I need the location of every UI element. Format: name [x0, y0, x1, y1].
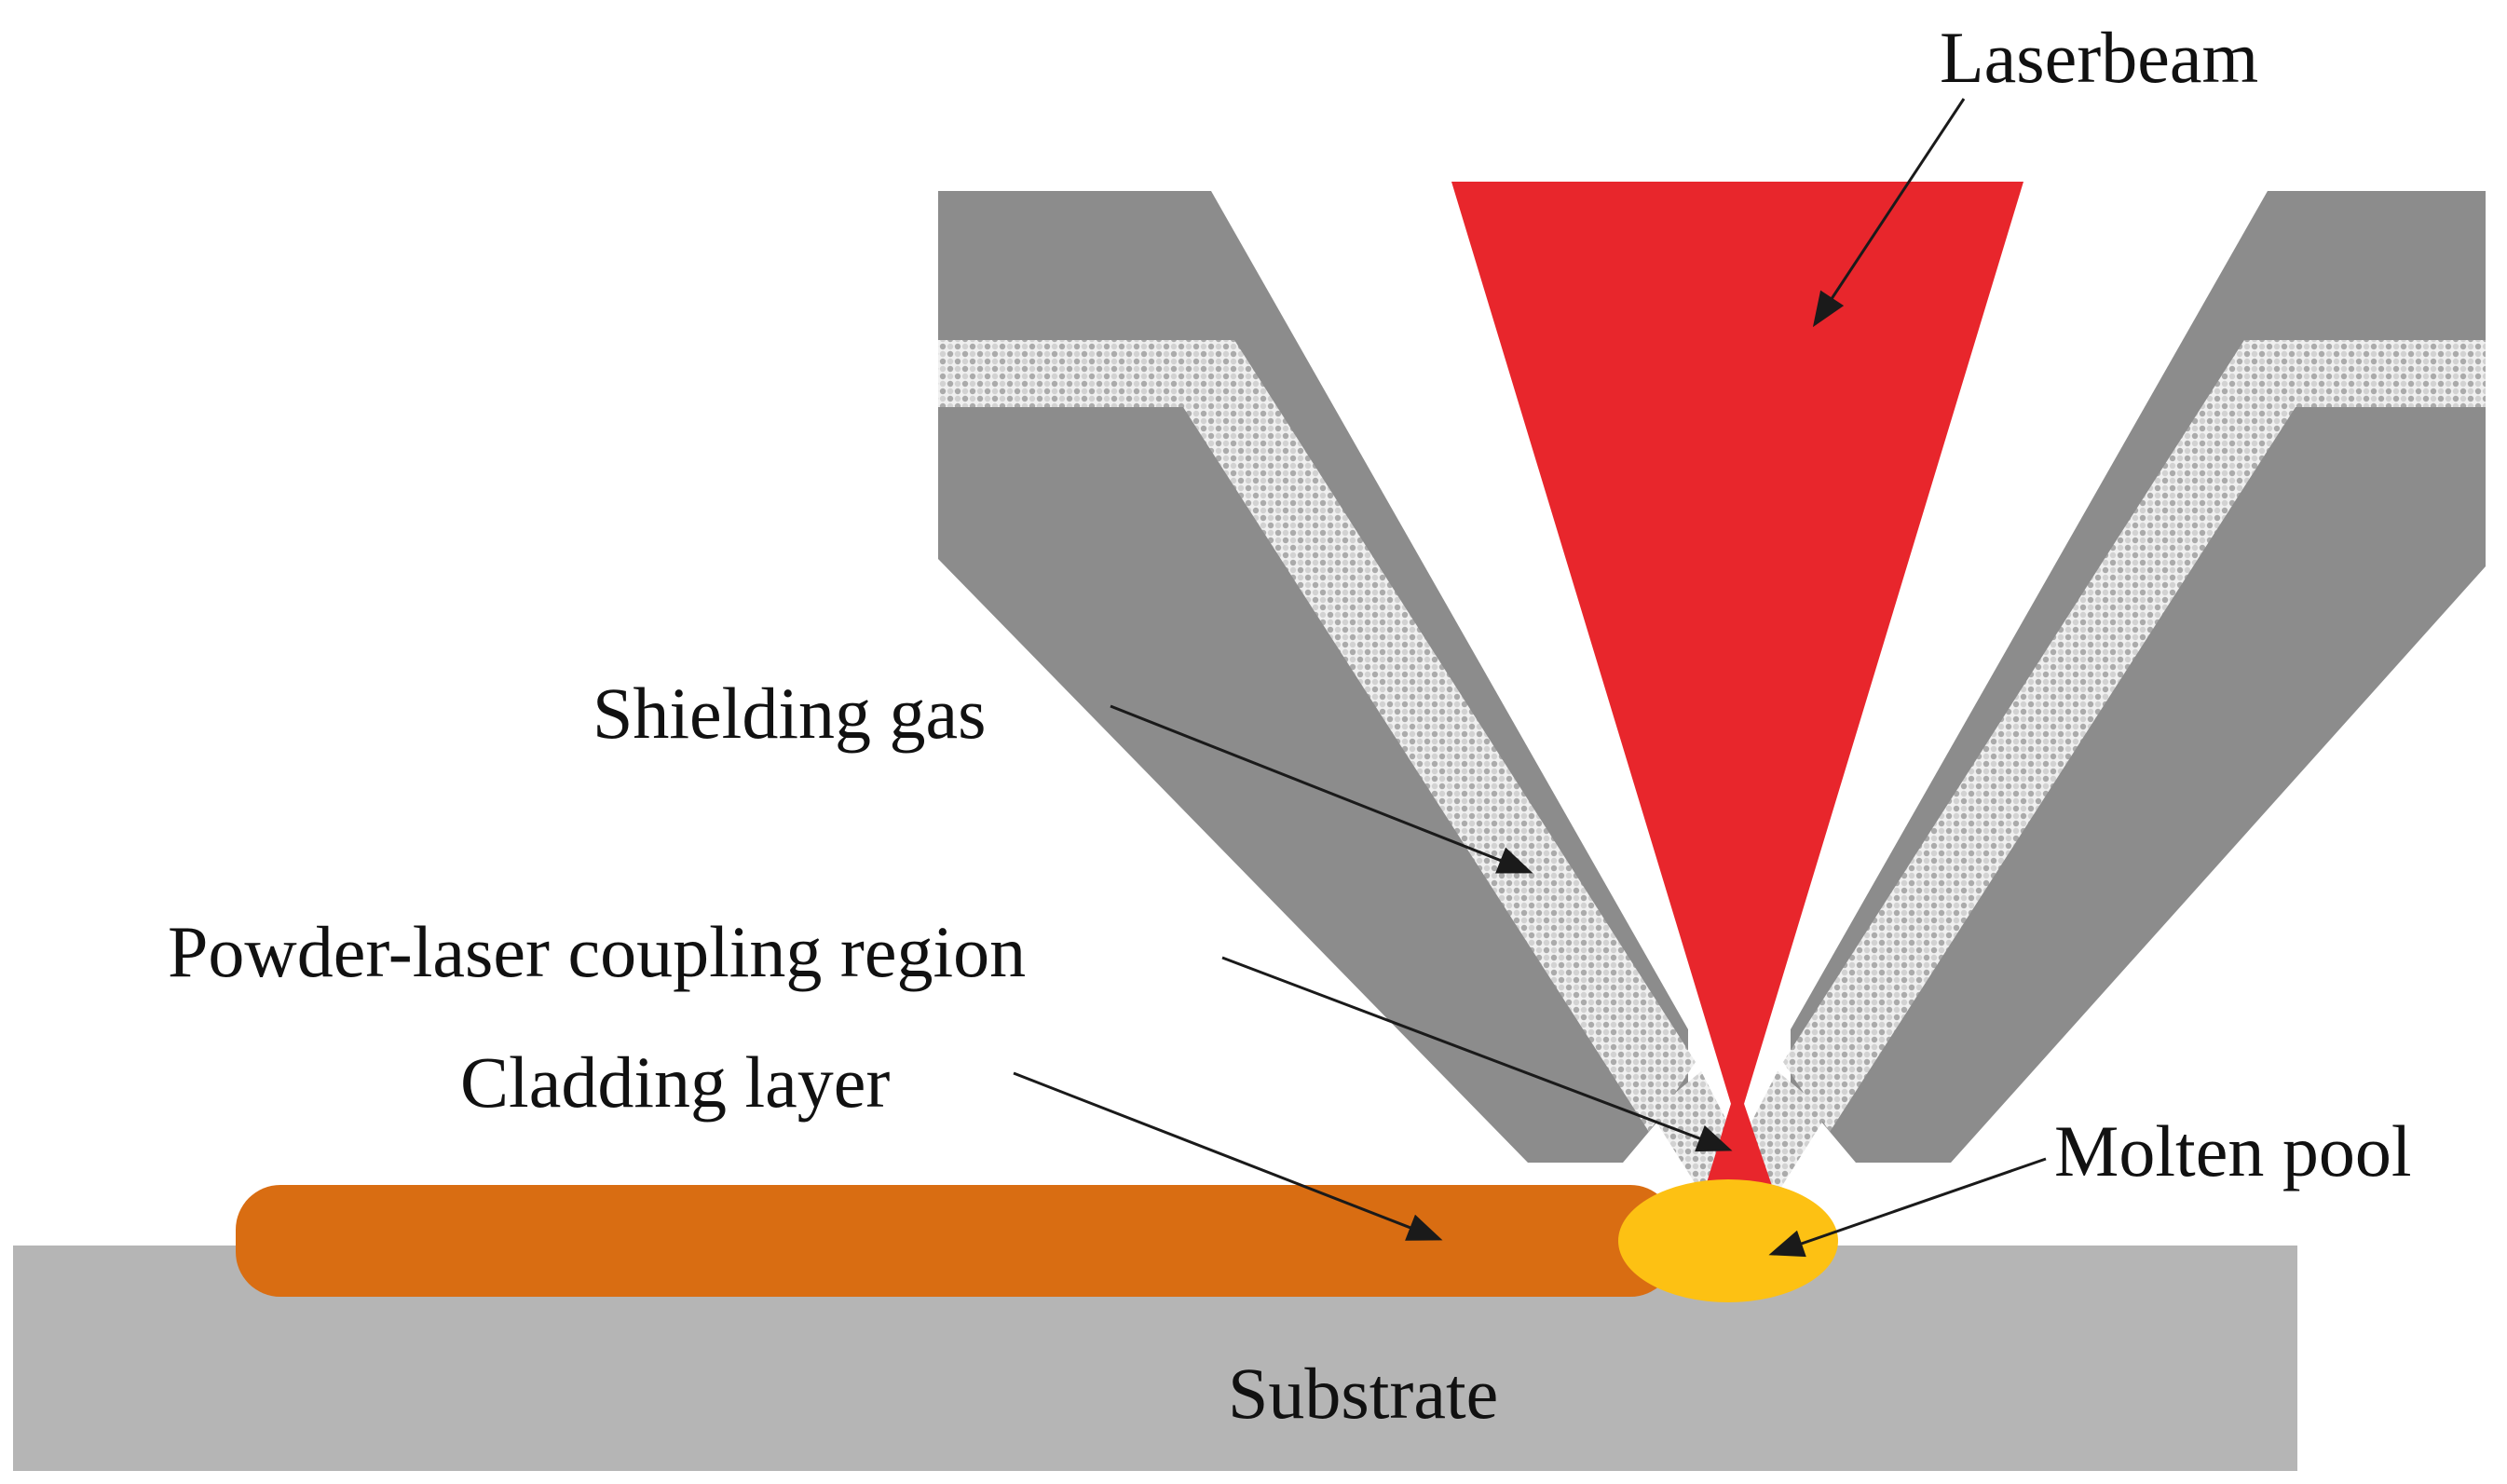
molten-pool-label: Molten pool: [2054, 1110, 2412, 1191]
molten-pool-arrow: [1768, 1157, 2047, 1258]
cladding-layer-label: Cladding layer: [460, 1042, 890, 1123]
cladding-layer-arrow: [1013, 1071, 1443, 1241]
laser-beam-shape: [1451, 182, 2023, 1213]
powder-laser-coupling-region-label: Powder-laser coupling region: [168, 911, 1026, 992]
molten-pool-shape: [1618, 1179, 1838, 1302]
left-powder-channel-horizontal: [938, 340, 1234, 407]
left-powder-channel-diagonal: [1183, 340, 1696, 1132]
shielding-gas-label: Shielding gas: [593, 673, 987, 754]
laserbeam-arrow: [1812, 98, 1966, 328]
left-nozzle-body: [938, 191, 1688, 1163]
shielding-gas-arrow: [1110, 704, 1533, 874]
powder-laser-coupling-arrow: [1221, 956, 1733, 1152]
cladding-layer-shape: [236, 1185, 1675, 1297]
substrate-label: Substrate: [1228, 1353, 1498, 1434]
laserbeam-label: Laserbeam: [1940, 17, 2258, 98]
right-powder-channel-diagonal: [1783, 340, 2296, 1132]
